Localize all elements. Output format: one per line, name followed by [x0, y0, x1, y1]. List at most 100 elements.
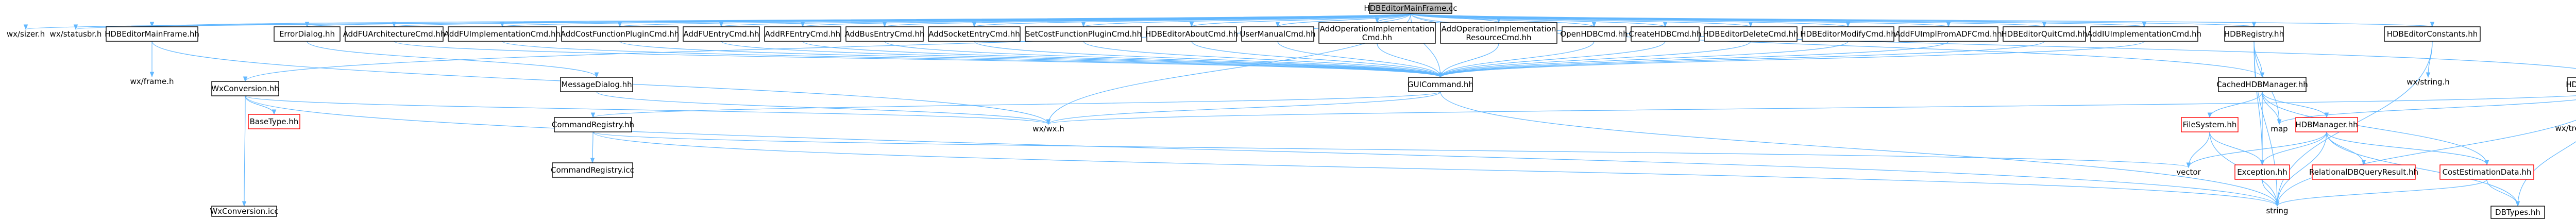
- node-addfuentry[interactable]: AddFUEntryCmd.hh: [683, 26, 760, 42]
- edge-root-to-addfuimpl: [501, 13, 1411, 28]
- node-addiu[interactable]: AddIUImplementationCmd.hh: [2087, 26, 2201, 42]
- node-addcostfu[interactable]: AddCostFunctionPluginCmd.hh: [561, 26, 680, 42]
- node-addsocket[interactable]: AddSocketEntryCmd.hh: [928, 26, 1021, 42]
- edge-gui-to-string: [1440, 91, 2280, 207]
- node-exception: Exception.hh: [2234, 164, 2290, 180]
- node-box: [1025, 26, 1142, 42]
- node-hdbregistry[interactable]: HDBRegistry.hh: [2224, 26, 2284, 42]
- edge-hdbregistry-to-string: [2253, 41, 2280, 207]
- node-wxconvhh[interactable]: WxConversion.hh: [211, 81, 279, 96]
- node-hdbmanager: HDBManager.hh: [2295, 117, 2358, 132]
- node-box: [2181, 117, 2239, 132]
- node-label: AddFUImplementationCmd.hh: [444, 29, 561, 39]
- node-openhdb[interactable]: OpenHDBCmd.hh: [1560, 26, 1628, 42]
- node-box: [1440, 22, 1557, 44]
- node-label: AddCostFunctionPluginCmd.hh: [561, 29, 680, 39]
- edge-root-to-addopimpl: [1375, 13, 1411, 24]
- node-box: [683, 26, 760, 42]
- node-hdbbrowser[interactable]: HDBBrowserWindow.hh: [2566, 77, 2576, 92]
- node-cmdregicc[interactable]: CommandRegistry.icc: [551, 162, 634, 178]
- node-usermanual[interactable]: UserManualCmd.hh: [1240, 26, 1316, 42]
- node-label: HDBEditorMainFrame.cc: [1364, 4, 1457, 13]
- node-label: WxConversion.icc: [210, 207, 278, 216]
- node-label: OpenHDBCmd.hh: [1560, 29, 1628, 39]
- node-gui[interactable]: GUICommand.hh: [1408, 77, 1473, 92]
- node-mainframeh[interactable]: HDBEditorMainFrame.hh: [105, 26, 199, 42]
- node-addarch[interactable]: AddFUArchitectureCmd.hh: [343, 26, 446, 42]
- node-box: [1408, 77, 1473, 92]
- node-cmdregh[interactable]: CommandRegistry.hh: [552, 117, 634, 132]
- node-vector: vector: [2176, 167, 2201, 177]
- node-box: [1704, 26, 1798, 42]
- node-box: [1802, 26, 1894, 42]
- edge-about-to-gui: [1191, 41, 1443, 78]
- node-box: [928, 26, 1021, 42]
- node-dbtypes[interactable]: DBTypes.hh: [2490, 206, 2545, 219]
- node-wxframe: wx/frame.h: [130, 77, 174, 86]
- node-setcost[interactable]: SetCostFunctionPluginCmd.hh: [1025, 26, 1142, 42]
- edge-root-to-createhdb: [1410, 13, 1667, 28]
- edge-cmdregh-to-cmdregicc: [590, 131, 595, 164]
- node-modify[interactable]: HDBEditorModifyCmd.hh: [1800, 26, 1896, 42]
- node-addrfentry[interactable]: AddRFEntryCmd.hh: [764, 26, 841, 42]
- node-cachedhdb[interactable]: CachedHDBManager.hh: [2216, 77, 2308, 92]
- edge-addfuentry-to-gui: [721, 41, 1443, 78]
- node-label: CommandRegistry.hh: [552, 120, 634, 129]
- node-box: [2090, 26, 2198, 42]
- edge-root-to-hdbconst: [1410, 13, 2434, 28]
- node-addbusentry[interactable]: AddBusEntryCmd.hh: [845, 26, 925, 42]
- node-errordialog[interactable]: ErrorDialog.hh: [274, 26, 341, 42]
- edge-costest-to-dbtypes: [2486, 179, 2520, 207]
- node-label: wx/sizer.h: [7, 29, 45, 39]
- edge-cmdregh-to-string: [592, 131, 2279, 207]
- node-label: WxConversion.hh: [211, 84, 279, 93]
- edge-hdbbrowser-to-dbtypes: [2515, 141, 2576, 207]
- edge-cmdregh-to-vector: [592, 131, 2191, 169]
- node-label: AddFUArchitectureCmd.hh: [343, 29, 446, 39]
- edge-root-to-usermanual: [1275, 13, 1411, 28]
- node-box: [2224, 26, 2284, 42]
- edge-root-to-openhdb: [1410, 13, 1597, 28]
- node-wxstring: wx/string.h: [2406, 77, 2450, 87]
- node-box: [1631, 26, 1700, 42]
- node-box: [211, 81, 279, 96]
- node-string: string: [2266, 206, 2288, 215]
- node-label: HDBEditorDeleteCmd.hh: [1703, 29, 1798, 39]
- node-label: AddFUEntryCmd.hh: [684, 29, 759, 39]
- node-label: HDBEditorModifyCmd.hh: [1800, 29, 1896, 39]
- edge-modify-to-gui: [1438, 41, 1849, 78]
- node-delete[interactable]: HDBEditorDeleteCmd.hh: [1703, 26, 1799, 42]
- edge-quit-to-gui: [1438, 41, 2045, 78]
- edge-setcost-to-gui: [1083, 41, 1443, 78]
- node-box: [2218, 77, 2307, 92]
- node-createhdb[interactable]: CreateHDBCmd.hh: [1629, 26, 1702, 42]
- node-root: HDBEditorMainFrame.cc: [1364, 3, 1458, 14]
- node-wxconvicc[interactable]: WxConversion.icc: [210, 206, 279, 217]
- dependency-edges: [24, 13, 2576, 207]
- node-addfuimpl[interactable]: AddFUImplementationCmd.hh: [444, 26, 561, 42]
- node-label: vector: [2176, 167, 2201, 177]
- node-label: HDBBrowserWindow.hh: [2566, 80, 2576, 89]
- node-label: CommandRegistry.icc: [551, 165, 634, 175]
- node-box: [764, 26, 841, 42]
- edge-openhdb-to-gui: [1438, 41, 1595, 78]
- node-messagedialog[interactable]: MessageDialog.hh: [560, 77, 633, 92]
- node-label: HDBRegistry.hh: [2224, 29, 2284, 39]
- node-quit[interactable]: HDBEditorQuitCmd.hh: [2001, 26, 2088, 42]
- node-label: GUICommand.hh: [1408, 80, 1473, 89]
- node-box: [106, 26, 198, 42]
- node-addfuadf[interactable]: AddFUImplFromADFCmd.hh: [1895, 26, 2002, 42]
- node-label: AddFUImplFromADFCmd.hh: [1895, 29, 2002, 39]
- node-box: [1241, 26, 1314, 42]
- node-map: map: [2270, 124, 2287, 133]
- node-about[interactable]: HDBEditorAboutCmd.hh: [1145, 26, 1238, 42]
- node-label: AddOperationImplementation: [1320, 24, 1435, 33]
- node-wxstatusbr: wx/statusbr.h: [50, 29, 102, 39]
- node-box: [1318, 22, 1436, 44]
- node-hdbconst[interactable]: HDBEditorConstants.hh: [2384, 26, 2481, 42]
- node-wxtreectrl: wx/treectrl.h: [2555, 124, 2576, 133]
- node-box: [845, 26, 924, 42]
